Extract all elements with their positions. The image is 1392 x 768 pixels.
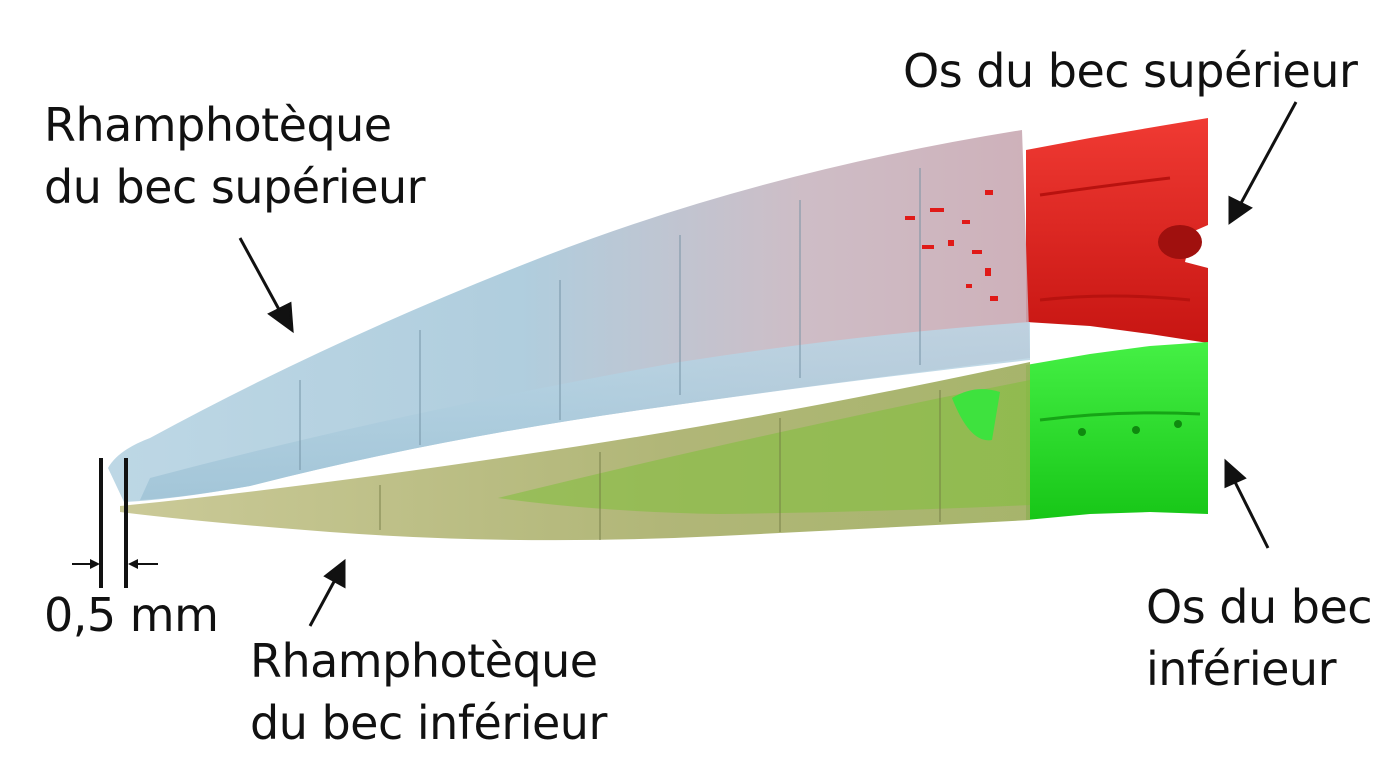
lower-bone-foramen bbox=[1174, 420, 1182, 428]
label-lower-rhamphotheca: Rhamphotèque du bec inférieur bbox=[250, 630, 607, 754]
label-line: Rhamphotèque bbox=[44, 98, 392, 152]
arrow-upper-rhamphotheca bbox=[238, 237, 284, 316]
arrow-upper-bone-head bbox=[1228, 195, 1253, 225]
label-upper-rhamphotheca: Rhamphotèque du bec supérieur bbox=[44, 94, 426, 218]
lower-bone-shape bbox=[1026, 342, 1208, 520]
scale-bar bbox=[72, 458, 158, 588]
arrow-upper-bone bbox=[1238, 101, 1298, 206]
upper-bone-shape bbox=[1026, 118, 1208, 343]
label-line: Os du bec bbox=[1146, 580, 1373, 634]
upper-bone-speckles bbox=[905, 190, 998, 301]
arrow-lower-rhamphotheca bbox=[308, 577, 338, 627]
sheath-growth-lines bbox=[299, 168, 921, 470]
lower-growth-lines bbox=[379, 390, 941, 540]
lower-bone-ridge bbox=[1039, 411, 1201, 422]
upper-bone-ridge bbox=[1039, 176, 1171, 197]
scale-bar-label: 0,5 mm bbox=[44, 584, 219, 646]
lower-inner-bone bbox=[498, 380, 1030, 514]
arrow-lower-bone-head bbox=[1224, 458, 1247, 489]
arrow-upper-rhamphotheca-head bbox=[267, 301, 294, 334]
upper-bone-foramen bbox=[1158, 225, 1202, 259]
label-line: Rhamphotèque bbox=[250, 634, 598, 688]
label-upper-bone: Os du bec supérieur bbox=[903, 40, 1358, 102]
upper-rhamphotheca-band bbox=[140, 322, 1030, 500]
pointer-arrows bbox=[238, 101, 1298, 627]
label-line: du bec supérieur bbox=[44, 160, 426, 214]
lower-inner-bone-patch bbox=[952, 389, 1000, 441]
label-line: du bec inférieur bbox=[250, 696, 607, 750]
label-line: Os du bec supérieur bbox=[903, 44, 1358, 98]
lower-bone-foramen bbox=[1078, 428, 1086, 436]
scale-bar-text: 0,5 mm bbox=[44, 588, 219, 642]
label-line: inférieur bbox=[1146, 642, 1337, 696]
arrow-lower-bone bbox=[1232, 479, 1270, 549]
label-lower-bone: Os du bec inférieur bbox=[1146, 576, 1373, 700]
arrow-lower-rhamphotheca-head bbox=[323, 558, 346, 589]
lower-bone-foramen bbox=[1132, 426, 1140, 434]
upper-bone-ridge bbox=[1039, 294, 1191, 302]
